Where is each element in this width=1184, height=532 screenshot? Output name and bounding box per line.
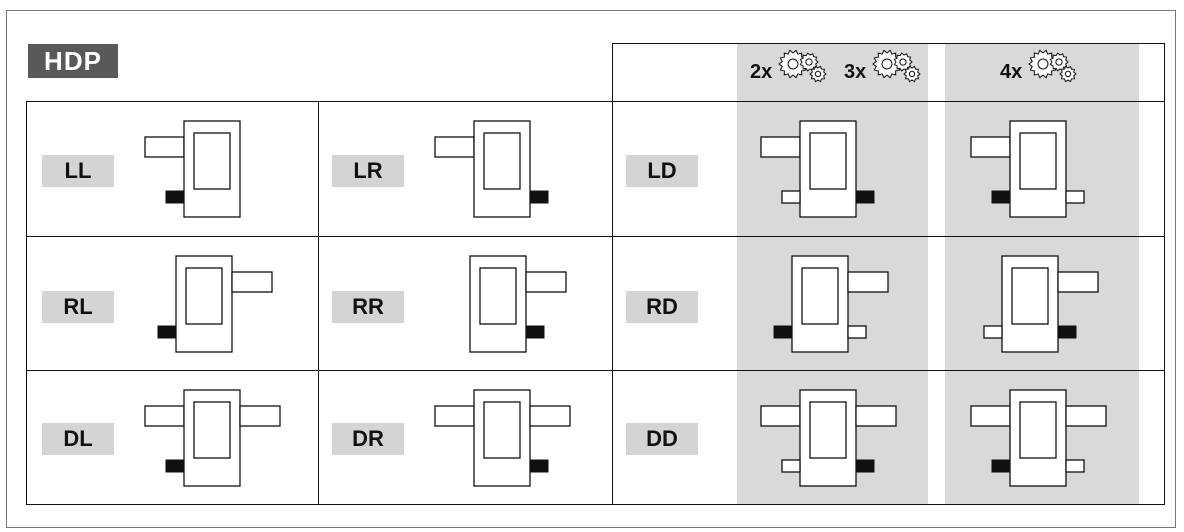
gearbox-ld-4x-diagram <box>970 120 1085 218</box>
input-shaft-right <box>1065 405 1107 427</box>
output-shaft-solid <box>529 190 549 204</box>
gearbox-window <box>809 401 847 459</box>
gearbox-dr-diagram <box>434 389 571 487</box>
gearbox-window <box>193 132 231 190</box>
input-shaft-right <box>525 271 567 293</box>
grid-line <box>26 370 1165 371</box>
gear-hub <box>814 70 822 78</box>
input-shaft-right <box>231 271 273 293</box>
output-shaft-hollow <box>847 325 867 339</box>
gearbox-window <box>185 267 223 325</box>
gearbox-window <box>1019 132 1057 190</box>
gearbox-dl-diagram <box>144 389 281 487</box>
output-shaft-solid <box>773 325 793 339</box>
gearbox-rd-4x-diagram <box>983 255 1099 353</box>
input-shaft-right <box>239 405 281 427</box>
config-code-ll: LL <box>42 155 114 187</box>
config-code-dd: DD <box>626 423 698 455</box>
output-shaft-hollow <box>781 190 801 204</box>
gearbox-rr-diagram <box>469 255 567 353</box>
diagram-frame <box>6 10 1176 528</box>
gear-hub <box>787 58 799 70</box>
config-code-rl: RL <box>42 291 114 323</box>
gear-hub <box>1037 58 1049 70</box>
output-shaft-solid <box>855 459 875 473</box>
input-shaft-left <box>970 405 1011 427</box>
input-shaft-left <box>144 136 185 158</box>
gearbox-window <box>483 132 521 190</box>
gearbox-rd-2x3x-diagram <box>773 255 889 353</box>
config-code-lr: LR <box>332 155 404 187</box>
gearbox-ll-diagram <box>144 120 241 218</box>
ratio-label-3x: 3x <box>844 61 867 83</box>
input-shaft-left <box>434 136 475 158</box>
gear-hub <box>805 58 813 66</box>
gearbox-window <box>193 401 231 459</box>
brand-label: HDP <box>28 44 118 78</box>
gearbox-window <box>801 267 839 325</box>
grid-line <box>612 43 613 505</box>
grid-line <box>26 236 1165 237</box>
input-shaft-left <box>434 405 475 427</box>
gearbox-window <box>479 267 517 325</box>
input-shaft-left <box>760 136 801 158</box>
input-shaft-left <box>144 405 185 427</box>
output-shaft-solid <box>1057 325 1077 339</box>
gearbox-dd-4x-diagram <box>970 389 1107 487</box>
grid-line <box>26 504 1165 505</box>
gear-hub <box>1064 70 1072 78</box>
gearbox-window <box>1011 267 1049 325</box>
config-code-dl: DL <box>42 423 114 455</box>
input-shaft-right <box>855 405 897 427</box>
gearbox-window <box>1019 401 1057 459</box>
output-shaft-solid <box>529 459 549 473</box>
output-shaft-solid <box>525 325 545 339</box>
input-shaft-left <box>760 405 801 427</box>
gearbox-window <box>809 132 847 190</box>
output-shaft-hollow <box>781 459 801 473</box>
config-code-rd: RD <box>626 291 698 323</box>
output-shaft-solid <box>157 325 177 339</box>
config-code-ld: LD <box>626 155 698 187</box>
gears-icon <box>872 49 921 83</box>
grid-line <box>612 43 1165 44</box>
output-shaft-solid <box>991 459 1011 473</box>
config-code-rr: RR <box>332 291 404 323</box>
output-shaft-solid <box>165 459 185 473</box>
output-shaft-solid <box>165 190 185 204</box>
output-shaft-solid <box>855 190 875 204</box>
input-shaft-left <box>970 136 1011 158</box>
input-shaft-right <box>847 271 889 293</box>
gearbox-rl-diagram <box>157 255 273 353</box>
output-shaft-hollow <box>983 325 1003 339</box>
gear-hub <box>908 70 916 78</box>
grid-line <box>26 101 1165 102</box>
gearbox-window <box>483 401 521 459</box>
gearbox-lr-diagram <box>434 120 549 218</box>
output-shaft-hollow <box>1065 190 1085 204</box>
output-shaft-hollow <box>1065 459 1085 473</box>
gear-hub <box>899 58 907 66</box>
gear-hub <box>881 58 893 70</box>
gearbox-ld-2x3x-diagram <box>760 120 875 218</box>
grid-line <box>26 101 27 505</box>
ratio-label-4x: 4x <box>1000 61 1023 83</box>
output-shaft-solid <box>991 190 1011 204</box>
grid-line <box>1164 43 1165 505</box>
gears-icon <box>1028 49 1077 83</box>
grid-line <box>318 101 319 505</box>
input-shaft-right <box>1057 271 1099 293</box>
gearbox-dd-2x3x-diagram <box>760 389 897 487</box>
gears-icon <box>778 49 827 83</box>
input-shaft-right <box>529 405 571 427</box>
config-code-dr: DR <box>332 423 404 455</box>
gear-hub <box>1055 58 1063 66</box>
ratio-label-2x: 2x <box>750 61 773 83</box>
